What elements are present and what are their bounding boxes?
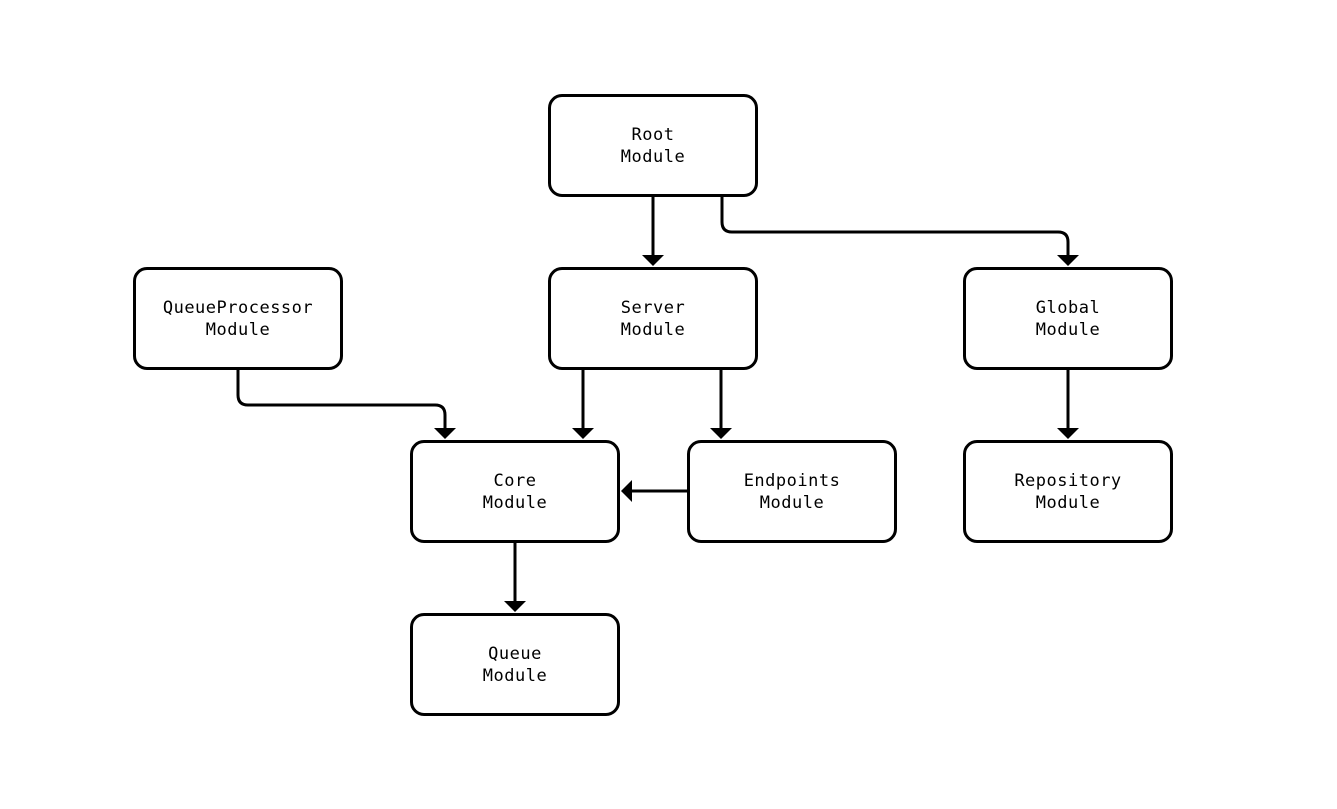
node-global-title: Global xyxy=(1035,297,1101,318)
arrowhead-server-to-core xyxy=(572,428,594,439)
node-repository-subtitle: Module xyxy=(1035,492,1101,513)
node-core[interactable]: Core Module xyxy=(410,440,620,543)
node-queueprocessor-subtitle: Module xyxy=(205,319,271,340)
arrowhead-server-to-endpoints xyxy=(710,428,732,439)
arrowhead-queueprocessor-to-core xyxy=(434,428,456,439)
node-global[interactable]: Global Module xyxy=(963,267,1173,370)
arrowhead-endpoints-to-core xyxy=(621,480,632,502)
node-root-subtitle: Module xyxy=(620,146,686,167)
node-root[interactable]: Root Module xyxy=(548,94,758,197)
node-global-subtitle: Module xyxy=(1035,319,1101,340)
node-server[interactable]: Server Module xyxy=(548,267,758,370)
node-endpoints[interactable]: Endpoints Module xyxy=(687,440,897,543)
node-server-subtitle: Module xyxy=(620,319,686,340)
node-repository[interactable]: Repository Module xyxy=(963,440,1173,543)
node-queue-title: Queue xyxy=(488,643,542,664)
node-server-title: Server xyxy=(620,297,686,318)
arrowhead-root-to-global xyxy=(1057,255,1079,266)
node-queue[interactable]: Queue Module xyxy=(410,613,620,716)
node-endpoints-subtitle: Module xyxy=(759,492,825,513)
node-core-title: Core xyxy=(493,470,537,491)
node-queue-subtitle: Module xyxy=(482,665,548,686)
node-queueprocessor-title: QueueProcessor xyxy=(162,297,314,318)
node-queueprocessor[interactable]: QueueProcessor Module xyxy=(133,267,343,370)
arrowhead-core-to-queue xyxy=(504,601,526,612)
node-core-subtitle: Module xyxy=(482,492,548,513)
edge-queueprocessor-to-core xyxy=(236,370,447,429)
node-root-title: Root xyxy=(631,124,675,145)
node-repository-title: Repository xyxy=(1014,470,1122,491)
arrowhead-global-to-repository xyxy=(1057,428,1079,439)
node-endpoints-title: Endpoints xyxy=(743,470,841,491)
edge-root-to-global xyxy=(720,197,1070,256)
arrowhead-root-to-server xyxy=(642,255,664,266)
